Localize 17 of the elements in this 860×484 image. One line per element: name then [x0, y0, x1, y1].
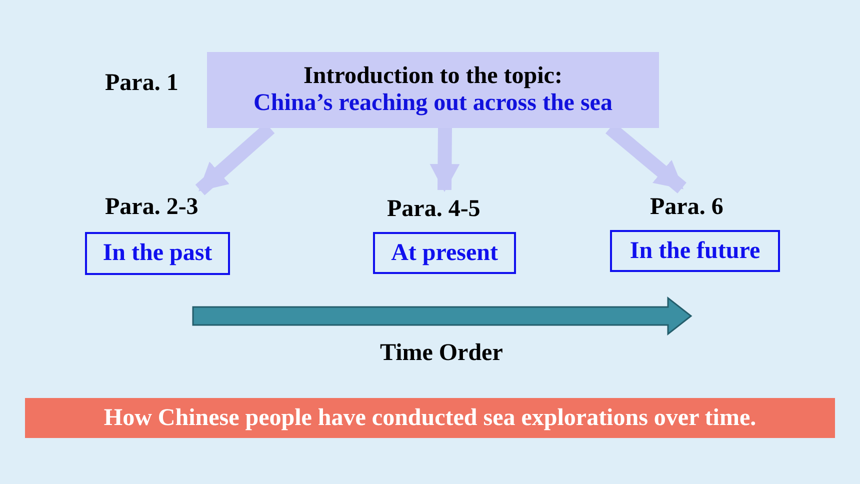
- topic-box: [207, 52, 659, 128]
- section-box: [373, 232, 516, 274]
- body-text: At present: [391, 240, 498, 266]
- paragraph-label: Para. 2-3: [105, 194, 198, 221]
- heading-text: Introduction to the topic:: [304, 63, 562, 90]
- paragraph-label: Para. 4-5: [387, 196, 480, 223]
- section-box: [610, 230, 780, 272]
- body-text: In the future: [630, 238, 760, 264]
- axis-label: Time Order: [380, 340, 503, 367]
- body-text: China’s reaching out across the sea: [254, 90, 612, 117]
- body-text: In the past: [102, 240, 212, 267]
- arrow: [430, 128, 460, 192]
- paragraph-label: Para. 1: [105, 70, 178, 97]
- section-box: [85, 232, 230, 275]
- body-text: How Chinese people have conducted sea explorations over time.: [104, 404, 756, 432]
- summary-banner: [25, 398, 835, 438]
- paragraph-label: Para. 6: [650, 194, 724, 221]
